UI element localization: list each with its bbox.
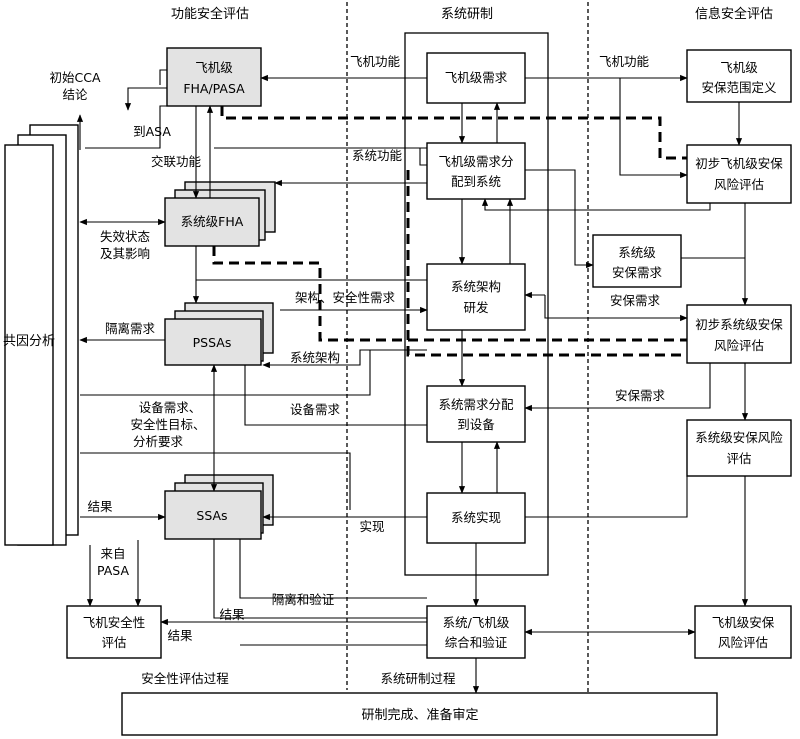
label-aircraft-func-left: 飞机功能 — [350, 54, 401, 69]
alloc-equipment-line2: 到设备 — [457, 417, 495, 432]
ssas-stack — [164, 474, 274, 540]
prelim-aircraft-risk-box — [686, 144, 792, 204]
cca-label: 共因分析 — [3, 334, 55, 349]
integration-line1: 系统/飞机级 — [443, 615, 510, 630]
pssas-label: PSSAs — [193, 335, 232, 350]
label-from-pasa-1: 来自 — [100, 546, 125, 561]
prelim-aircraft-risk-line1: 初步飞机级安保 — [695, 156, 783, 171]
label-result-1: 结果 — [87, 499, 113, 514]
label-arch-safety-req: 架构、安全性需求 — [295, 290, 396, 305]
aircraft-fha-box — [166, 47, 262, 107]
alloc-system-line2: 配到系统 — [451, 174, 501, 189]
arch-dev-line2: 研发 — [463, 300, 489, 315]
sys-security-req-line1: 系统级 — [618, 245, 656, 260]
integration-box — [426, 605, 526, 659]
sys-impl-box — [426, 492, 526, 544]
label-system-arch: 系统架构 — [290, 350, 340, 365]
label-initial-cca-2: 结论 — [62, 87, 88, 102]
alloc-equipment-line1: 系统需求分配 — [438, 397, 514, 412]
label-equip-req: 设备需求 — [290, 402, 341, 417]
aircraft-safety-assess-line1: 飞机安全性 — [83, 615, 146, 630]
dashed-links — [212, 106, 687, 357]
label-isolation-verify: 隔离和验证 — [272, 592, 335, 607]
label-safety-process: 安全性评估过程 — [141, 671, 229, 686]
aircraft-fha-line1: 飞机级 — [195, 60, 233, 75]
label-implementation: 实现 — [359, 519, 384, 534]
final-box — [121, 692, 718, 736]
prelim-sys-risk-line1: 初步系统级安保 — [695, 317, 783, 332]
label-dev-process: 系统研制过程 — [380, 671, 456, 686]
label-result-2: 结果 — [219, 607, 245, 622]
label-isolation-req: 隔离需求 — [105, 321, 156, 336]
integration-line2: 综合和验证 — [445, 635, 508, 650]
prelim-aircraft-risk-line2: 风险评估 — [714, 177, 764, 192]
security-scope-box — [686, 49, 792, 103]
sys-impl-label: 系统实现 — [451, 510, 501, 525]
cca-box — [4, 124, 79, 546]
label-failure-state-2: 及其影响 — [100, 246, 150, 261]
aircraft-safety-assess-box — [66, 605, 162, 659]
aircraft-safety-assess-line2: 评估 — [101, 635, 126, 650]
prelim-sys-risk-line2: 风险评估 — [714, 338, 764, 353]
system-fha-stack — [164, 181, 276, 247]
label-result-3: 结果 — [167, 628, 193, 643]
label-equip-multi-3: 分析要求 — [133, 434, 184, 449]
label-failure-state-1: 失效状态 — [100, 229, 150, 244]
final-label: 研制完成、准备审定 — [361, 707, 478, 723]
aircraft-risk-box — [694, 605, 792, 659]
arch-dev-box — [426, 263, 526, 331]
sys-security-req-line2: 安保需求 — [612, 265, 663, 280]
security-scope-line2: 安保范围定义 — [701, 80, 777, 95]
column-header-safety: 功能安全评估 — [171, 6, 249, 22]
system-fha-label: 系统级FHA — [181, 214, 244, 229]
label-security-req-1: 安保需求 — [610, 293, 661, 308]
label-system-func: 系统功能 — [352, 148, 403, 163]
sys-risk-line2: 评估 — [726, 451, 751, 466]
alloc-system-line1: 飞机级需求分 — [438, 154, 513, 169]
arch-dev-line1: 系统架构 — [451, 279, 501, 294]
aircraft-req-label: 飞机级需求 — [445, 70, 508, 85]
aircraft-risk-line2: 风险评估 — [718, 635, 768, 650]
connectors — [76, 69, 749, 694]
label-security-req-2: 安保需求 — [615, 388, 666, 403]
column-header-dev: 系统研制 — [441, 7, 493, 22]
label-interface-func: 交联功能 — [151, 154, 202, 169]
label-equip-multi-2: 安全性目标、 — [130, 417, 205, 432]
label-to-asa: 到ASA — [133, 124, 171, 139]
label-from-pasa-2: PASA — [97, 563, 129, 578]
aircraft-risk-line1: 飞机级安保 — [712, 615, 775, 630]
alloc-equipment-box — [426, 385, 526, 443]
sys-risk-line1: 系统级安保风险 — [695, 430, 783, 445]
alloc-system-box — [426, 142, 526, 200]
security-scope-line1: 飞机级 — [720, 60, 758, 75]
aircraft-fha-line2: FHA/PASA — [183, 81, 245, 96]
label-equip-multi-1: 设备需求、 — [139, 400, 202, 415]
sys-risk-box — [686, 419, 792, 477]
label-initial-cca-1: 初始CCA — [49, 70, 100, 85]
pssas-stack — [164, 302, 274, 366]
sys-security-req-box — [592, 234, 682, 288]
prelim-sys-risk-box — [686, 304, 792, 364]
ssas-label: SSAs — [196, 508, 227, 523]
label-aircraft-func-right: 飞机功能 — [599, 54, 650, 69]
column-header-security: 信息安全评估 — [695, 6, 773, 22]
